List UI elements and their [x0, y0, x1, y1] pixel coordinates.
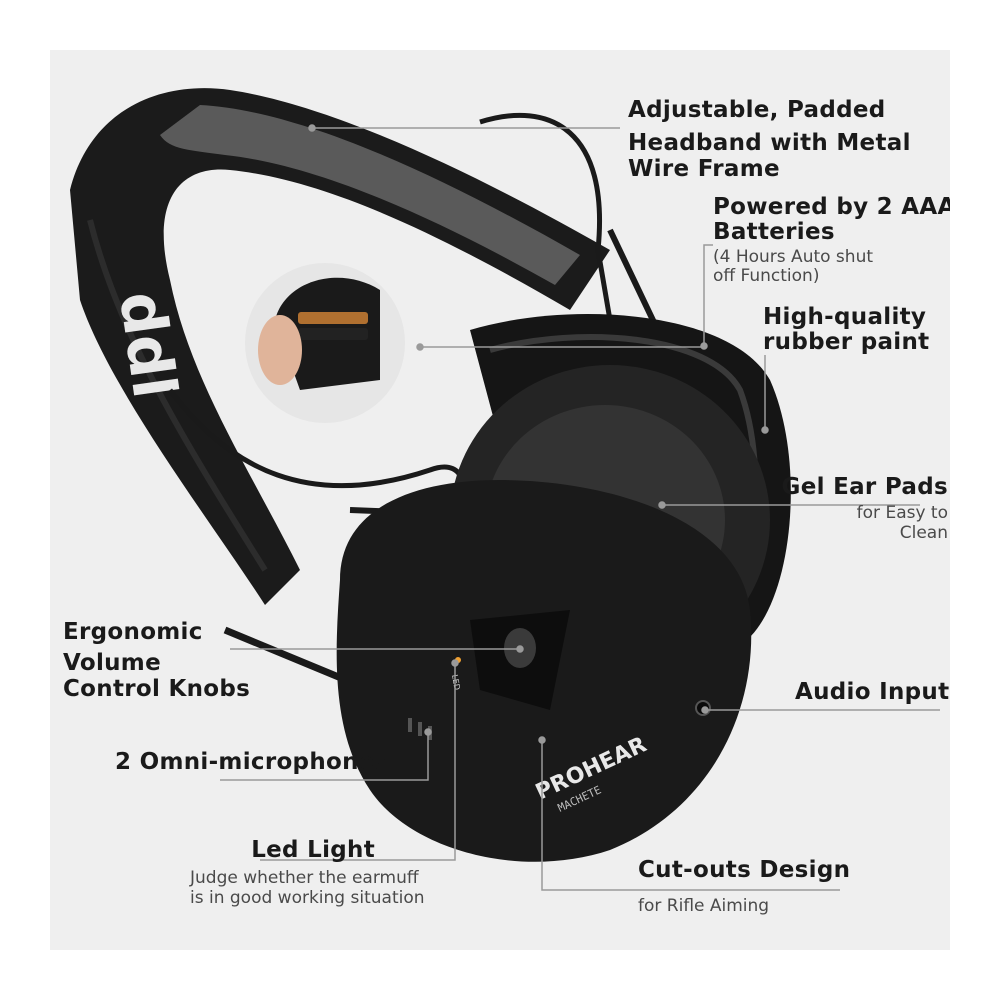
- callout-volume-knobs-line-3: Control Knobs: [63, 675, 251, 702]
- callout-led-light: Led Light Judge whether the earmuff is i…: [190, 837, 460, 908]
- callout-cutouts-title: Cut-outs Design: [638, 857, 851, 883]
- callout-gel-ear-pads-sub-2: Clean: [899, 522, 948, 543]
- battery-inset: [245, 263, 405, 423]
- callout-audio-input-title: Audio Input: [795, 679, 950, 705]
- callout-volume-knobs: Ergonomic Volume Control Knobs: [63, 619, 251, 702]
- callout-audio-input: Audio Input: [795, 679, 950, 705]
- callout-volume-knobs-line-1: Ergonomic: [63, 619, 203, 645]
- callout-gel-ear-pads-sub-1: for Easy to: [856, 503, 948, 524]
- leader-lines: [220, 124, 940, 891]
- callout-headband-line-2: Headband with Metal: [628, 130, 911, 157]
- callout-rubber-paint-line-2: rubber paint: [763, 329, 930, 356]
- callout-microphones-title: 2 Omni-microphones: [115, 749, 389, 775]
- callout-headband-line-3: Wire Frame: [628, 155, 780, 182]
- callout-led-light-title: Led Light: [251, 837, 375, 863]
- wire-frame: [479, 112, 613, 321]
- callout-batteries: Powered by 2 AAA Batteries (4 Hours Auto…: [713, 194, 950, 287]
- product-infographic: ddl LED PROHEAR MACHETE: [50, 50, 950, 950]
- callout-batteries-line-2: Batteries: [713, 219, 835, 246]
- callout-gel-ear-pads: Gel Ear Pads for Easy to Clean: [781, 474, 948, 543]
- headband-pad: [160, 105, 580, 285]
- callout-batteries-sub-2: off Function): [713, 266, 820, 287]
- callout-batteries-line-1: Powered by 2 AAA: [713, 194, 950, 220]
- callout-batteries-sub-1: (4 Hours Auto shut: [713, 246, 874, 267]
- headband-stitch: [87, 219, 268, 572]
- callout-headband: Adjustable, Padded Headband with Metal W…: [628, 97, 911, 182]
- callout-led-light-sub-1: Judge whether the earmuff: [190, 868, 419, 889]
- callout-led-light-sub-2: is in good working situation: [190, 887, 425, 908]
- callout-rubber-paint-line-1: High-quality: [763, 304, 927, 330]
- callout-rubber-paint: High-quality rubber paint: [763, 304, 930, 356]
- callout-cutouts: Cut-outs Design for Rifle Aiming: [638, 857, 851, 917]
- callout-headband-line-1: Adjustable, Padded: [628, 97, 886, 123]
- callout-gel-ear-pads-title: Gel Ear Pads: [781, 474, 948, 500]
- callout-cutouts-sub: for Rifle Aiming: [638, 896, 770, 917]
- earmuff-illustration: ddl LED PROHEAR MACHETE: [70, 88, 940, 891]
- callout-microphones: 2 Omni-microphones: [115, 749, 389, 775]
- headband-text: ddl: [105, 287, 189, 402]
- callout-volume-knobs-line-2: Volume: [63, 650, 161, 677]
- led-marking: LED: [450, 674, 462, 691]
